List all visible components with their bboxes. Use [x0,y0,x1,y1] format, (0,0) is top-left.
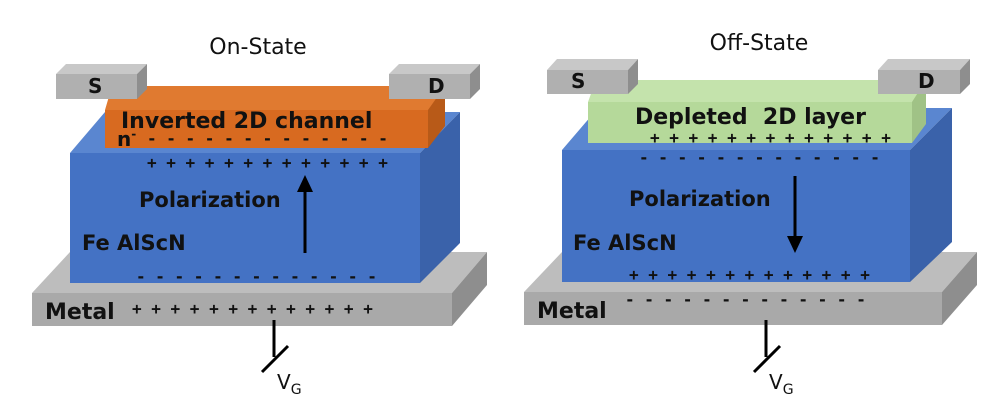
channel-charges: - - - - - - - - - - - - - [147,129,388,148]
carrier-label: n- [117,127,136,151]
gate-voltage-label: VG [769,370,794,398]
source-label: S [571,69,585,93]
metal-charges: - - - - - - - - - - - - - [625,290,866,309]
material-label: Fe AlScN [573,231,677,255]
channel-charges: + + + + + + + + + + + + + [650,128,891,147]
off-state-panel: Off-State S [524,31,977,398]
drain-label: D [918,69,935,93]
source-label: S [88,74,102,98]
polarization-label: Polarization [629,187,771,211]
ferroelectric-top-charges: - - - - - - - - - - - - - [639,148,880,167]
gate-terminal-icon [260,320,290,374]
panel-title: On-State [209,35,306,60]
channel-label: Inverted 2D channel [121,109,372,134]
inverted-channel-layer [105,86,445,148]
ferroelectric-top-charges: + + + + + + + + + + + + + [147,153,388,172]
gate-terminal-icon [752,320,782,374]
material-label: Fe AlScN [82,231,186,255]
polarization-label: Polarization [139,188,281,212]
ferroelectric-bottom-charges: - - - - - - - - - - - - - [136,267,377,286]
panel-title: Off-State [710,31,809,56]
source-contact: S [547,59,638,94]
metal-label: Metal [45,300,115,325]
channel-label: Depleted 2D layer [635,105,866,130]
polarization-down-arrow-icon [787,176,803,253]
drain-label: D [428,74,445,98]
metal-charges: + + + + + + + + + + + + + [132,299,373,318]
drain-contact: D [389,64,480,99]
on-state-panel: On-State S [32,35,487,398]
drain-contact: D [878,59,970,94]
gate-voltage-label: VG [277,370,302,398]
source-contact: S [56,64,147,99]
ferroelectric-bottom-charges: + + + + + + + + + + + + + [629,265,870,284]
metal-label: Metal [537,299,607,324]
polarization-up-arrow-icon [297,175,313,253]
depleted-layer [588,80,926,143]
